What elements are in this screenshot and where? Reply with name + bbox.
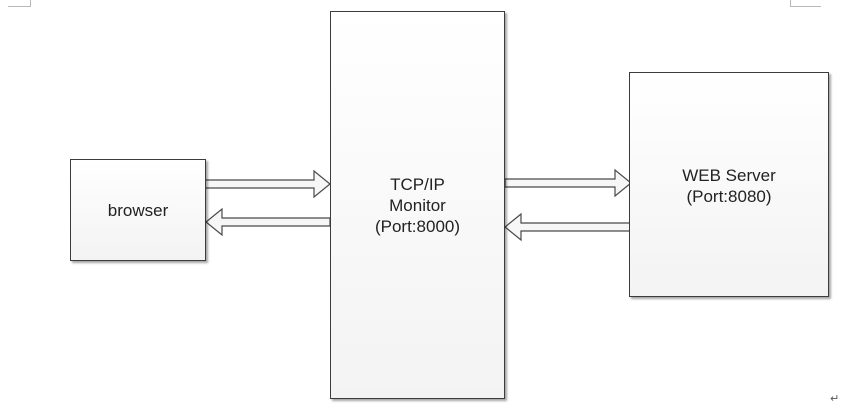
web-server-node: WEB Server (Port:8080) xyxy=(629,72,829,297)
arrow-monitor-to-server xyxy=(504,168,632,198)
monitor-label-line-3: (Port:8000) xyxy=(374,216,461,236)
arrow-browser-to-monitor xyxy=(204,169,331,199)
monitor-label: TCP/IP Monitor (Port:8000) xyxy=(375,174,460,237)
browser-label: browser xyxy=(107,200,169,220)
server-label-line-2: (Port:8080) xyxy=(686,187,772,206)
paragraph-mark: ↵ xyxy=(830,393,840,405)
monitor-label-line-2: Monitor xyxy=(389,195,446,215)
monitor-label-line-1: TCP/IP xyxy=(390,174,445,194)
tcp-ip-monitor-node: TCP/IP Monitor (Port:8000) xyxy=(330,11,505,399)
server-label-line-1: WEB Server xyxy=(682,166,776,185)
arrow-server-to-monitor xyxy=(504,212,631,242)
crop-mark-top-right xyxy=(790,0,821,7)
arrow-monitor-to-browser xyxy=(205,207,331,237)
browser-node: browser xyxy=(70,159,206,261)
crop-mark-top-left xyxy=(8,0,31,7)
server-label: WEB Server (Port:8080) xyxy=(682,165,776,207)
